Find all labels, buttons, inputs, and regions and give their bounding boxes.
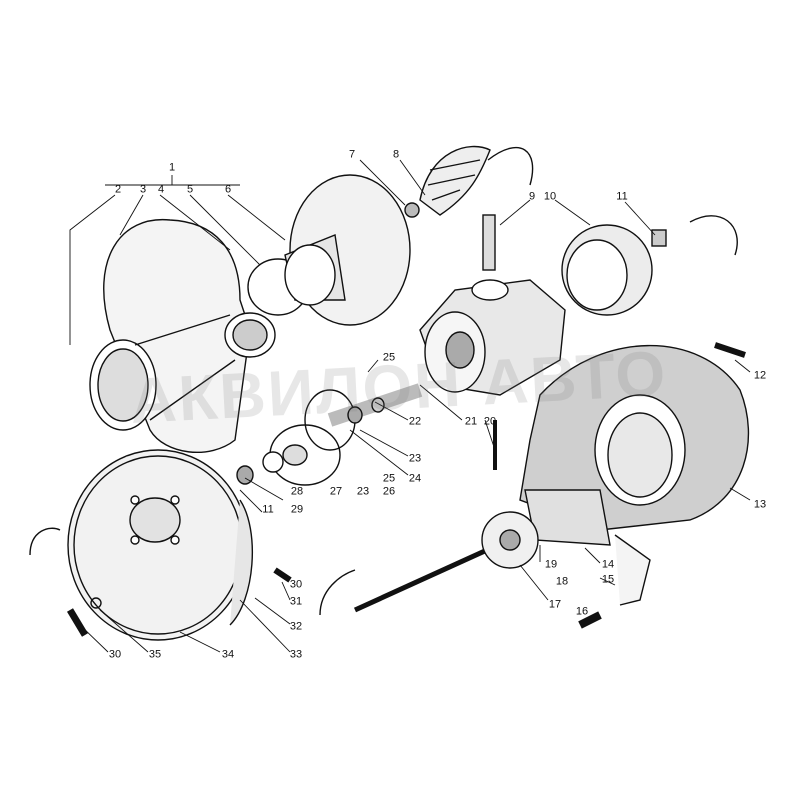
- bolt: [578, 611, 602, 629]
- callout-30: 30: [289, 578, 303, 591]
- callout-25: 25: [382, 351, 396, 364]
- leader-lines: [69, 159, 751, 653]
- callout-32: 32: [289, 620, 303, 633]
- callout-9: 9: [528, 190, 536, 203]
- callout-3: 3: [139, 183, 147, 196]
- callout-13: 13: [753, 498, 767, 511]
- bearing-housing: [419, 214, 566, 396]
- callout-5: 5: [186, 183, 194, 196]
- bracket: [614, 534, 651, 606]
- callout-24: 24: [408, 472, 422, 485]
- callout-30b: 30: [108, 648, 122, 661]
- rotation-arrow: [319, 569, 356, 616]
- diffuser-plate: [284, 174, 411, 326]
- callout-15: 15: [601, 573, 615, 586]
- washer: [90, 597, 102, 609]
- callout-21: 21: [464, 415, 478, 428]
- callout-16: 16: [575, 605, 589, 618]
- callout-12: 12: [753, 369, 767, 382]
- callout-4: 4: [157, 183, 165, 196]
- callout-6: 6: [224, 183, 232, 196]
- callout-11b: 11: [262, 503, 274, 516]
- seal-ring: [561, 224, 653, 316]
- cover-disc: [67, 449, 254, 641]
- nut: [651, 229, 667, 247]
- turbine-housing: [519, 344, 750, 546]
- callout-8: 8: [392, 148, 400, 161]
- compressor-housing: [89, 218, 276, 453]
- callout-25b: 25: [382, 472, 396, 485]
- callout-34: 34: [221, 648, 235, 661]
- callout-7: 7: [348, 148, 356, 161]
- callout-23: 23: [408, 452, 422, 465]
- callout-35: 35: [148, 648, 162, 661]
- washers-and-seals: [236, 389, 385, 486]
- callout-27: 27: [329, 485, 343, 498]
- callout-10: 10: [543, 190, 557, 203]
- rotation-arrow: [29, 527, 61, 556]
- callout-2: 2: [114, 183, 122, 196]
- callout-23b: 23: [356, 485, 370, 498]
- callout-29: 29: [290, 503, 304, 516]
- stud: [714, 342, 746, 358]
- bolt: [273, 567, 292, 583]
- callout-11: 11: [616, 190, 628, 203]
- callout-26: 26: [382, 485, 396, 498]
- rotation-arrow: [487, 146, 534, 186]
- callout-20: 20: [483, 415, 497, 428]
- compressor-wheel: [404, 145, 491, 218]
- callout-19: 19: [544, 558, 558, 571]
- callout-14: 14: [601, 558, 615, 571]
- callout-17: 17: [548, 598, 562, 611]
- callout-18: 18: [555, 575, 569, 588]
- callout-28: 28: [290, 485, 304, 498]
- callout-22: 22: [408, 415, 422, 428]
- callout-33: 33: [289, 648, 303, 661]
- rotation-arrow: [689, 215, 738, 256]
- callout-31: 31: [289, 595, 303, 608]
- callout-1: 1: [168, 161, 176, 174]
- bolt: [66, 608, 89, 637]
